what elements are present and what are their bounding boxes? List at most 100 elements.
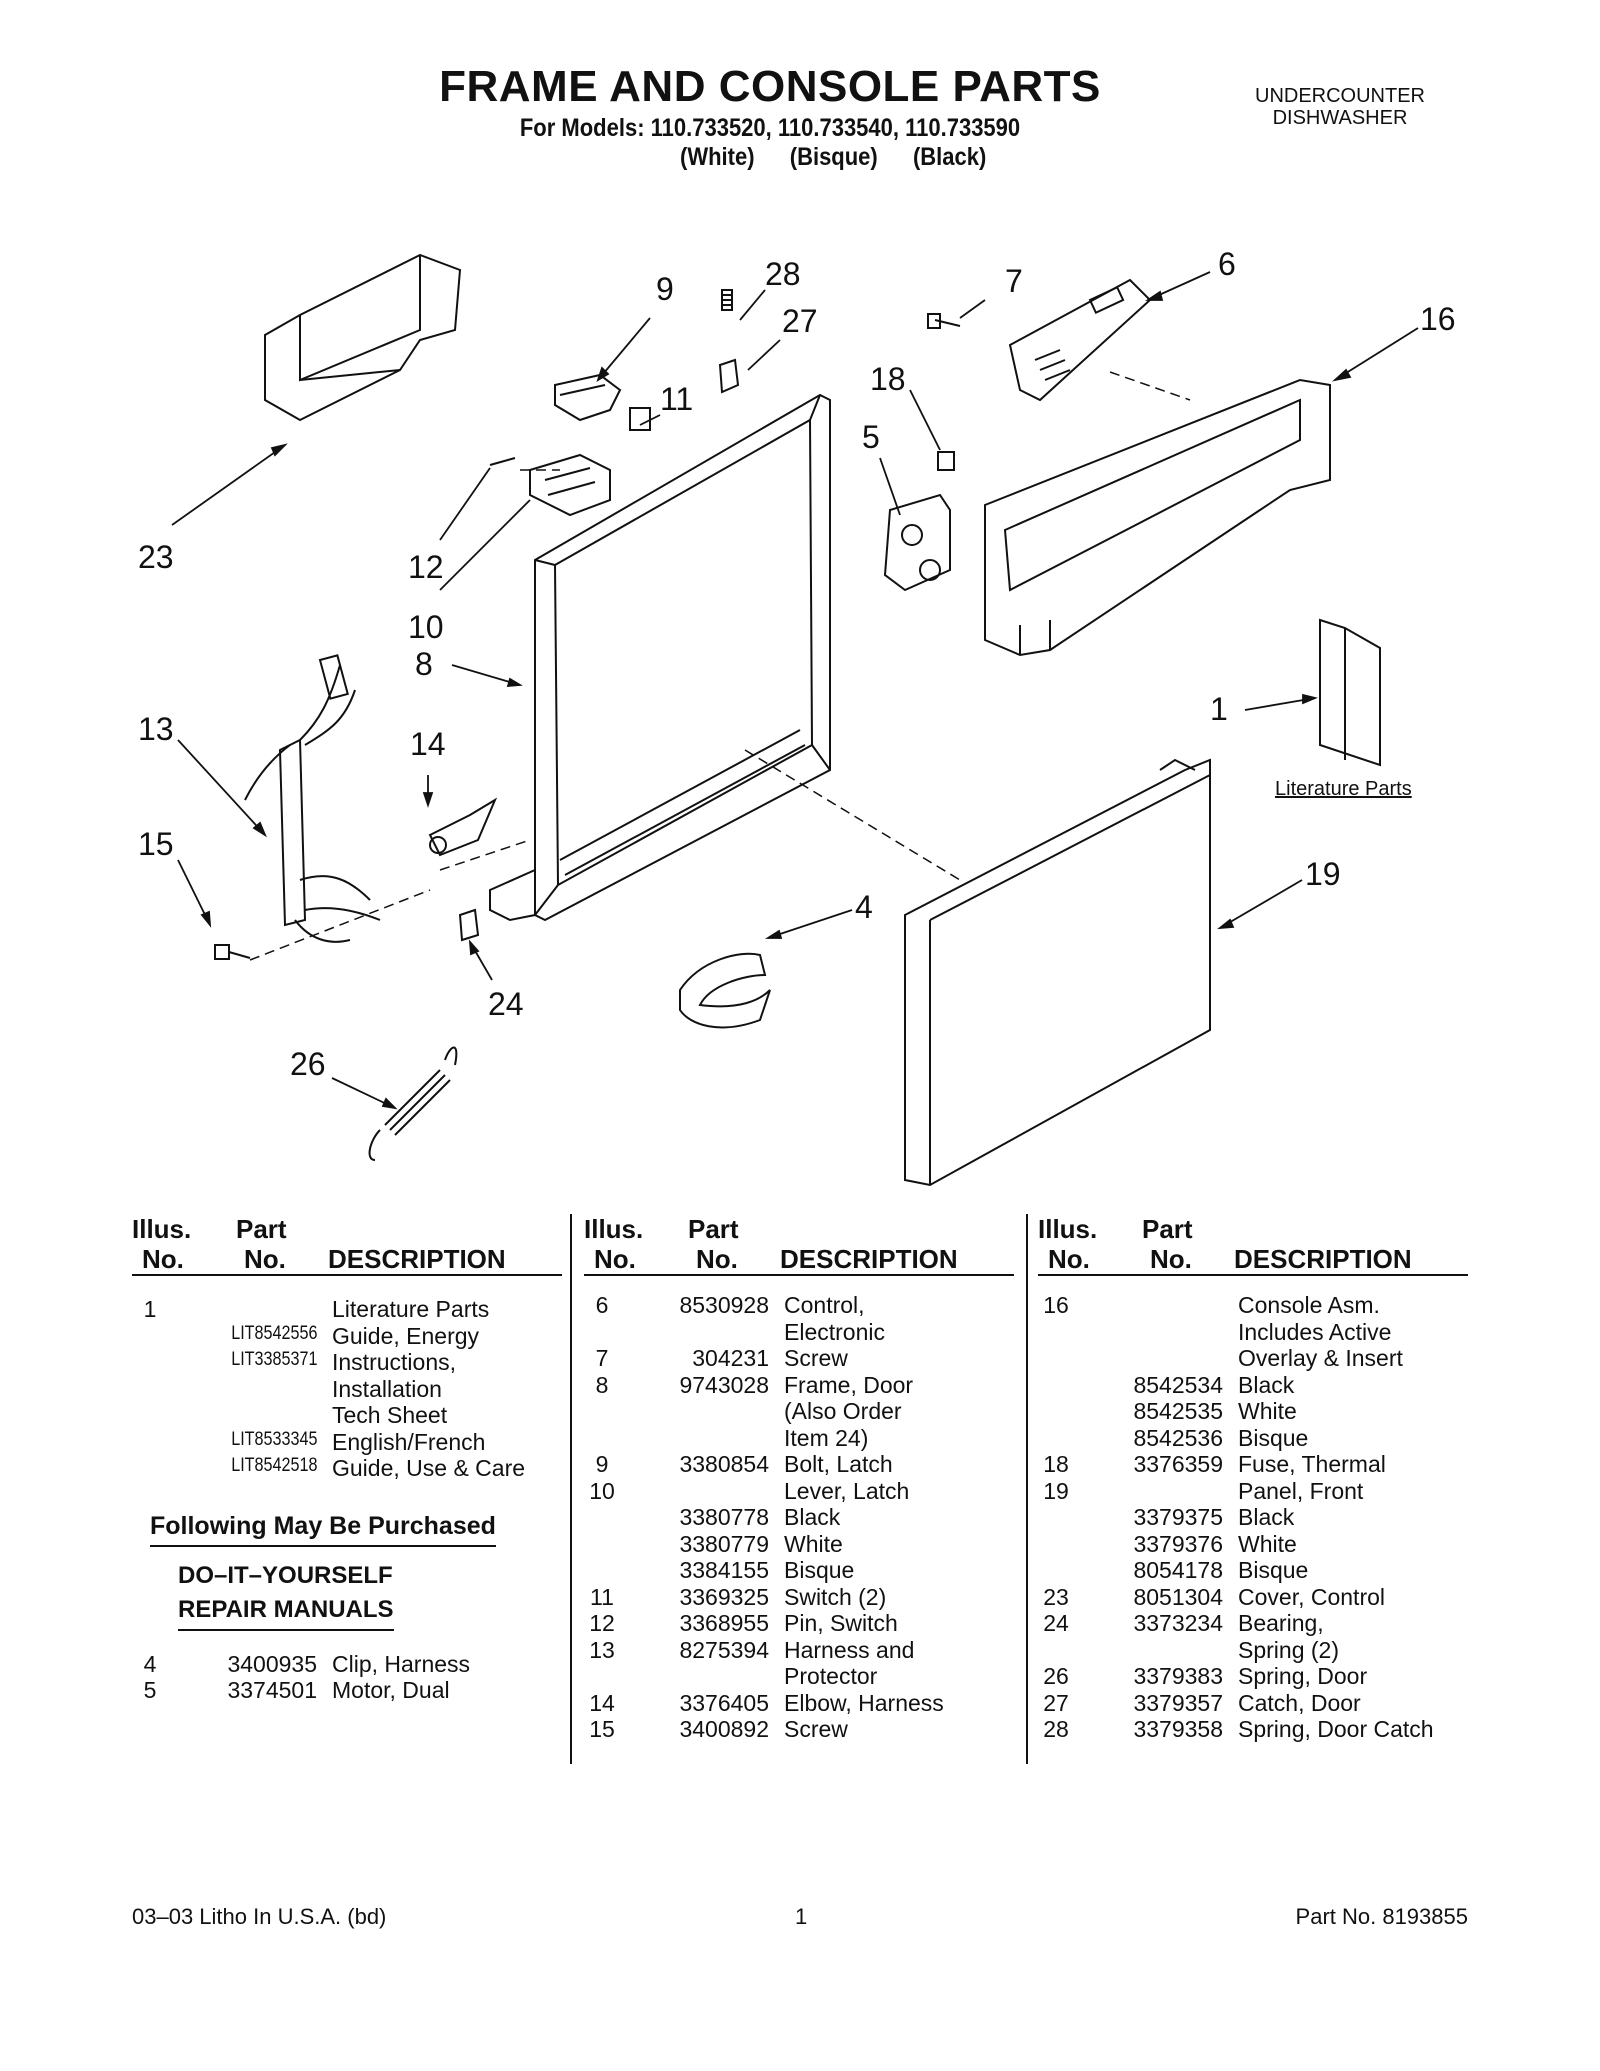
header-illus: Illus. [1038,1214,1098,1244]
control-cover-part [264,253,462,422]
part-no: 3374501 [227,1677,317,1703]
illus-no: 11 [590,1583,614,1610]
part-description: Protector [784,1663,878,1689]
callout-11: 11 [660,381,693,417]
callout-1: 1 [1210,691,1228,727]
door-frame-part [489,393,831,922]
part-no: 3369325 [679,1583,769,1610]
part-description: Control, [784,1292,865,1318]
callout-10: 10 [408,609,444,645]
part-description: Fuse, Thermal [1238,1451,1386,1477]
illus-no: 1 [143,1296,157,1322]
illus-no: 7 [595,1345,609,1371]
part-no: 3379375 [1133,1504,1223,1530]
table-row: 3379376 White [1038,1531,1468,1558]
header-description: DESCRIPTION [328,1244,506,1274]
footer-print-info: 03–03 Litho In U.S.A. (bd) [132,1904,387,1929]
callout-6: 6 [1218,246,1236,282]
part-no: 8542536 [1133,1424,1223,1451]
callout-8: 8 [415,646,433,682]
part-description: Clip, Harness [332,1650,471,1677]
callout-12: 12 [408,549,444,585]
part-description: Item 24) [784,1424,869,1451]
illus-no: 18 [1043,1451,1069,1477]
callout-14: 14 [410,726,446,762]
thermal-fuse-part [937,451,955,471]
callout-9: 9 [656,271,674,307]
part-description: Guide, Energy [332,1322,480,1349]
illus-no: 13 [589,1636,615,1663]
part-no: 3368955 [679,1610,769,1636]
illus-no: 9 [595,1451,609,1477]
callout-19: 19 [1305,856,1341,892]
header-illus: Illus. [132,1214,192,1244]
callout-16: 16 [1420,301,1456,337]
part-no: LIT8542518 [230,1455,317,1476]
part-description: White [1238,1530,1297,1557]
part-no: LIT8533345 [230,1428,317,1450]
illus-no: 10 [589,1477,615,1504]
part-no: 3400892 [679,1716,769,1742]
part-description: Instructions, [332,1349,456,1375]
callout-7: 7 [1005,263,1023,299]
footer-part-number: Part No. 8193855 [1295,1904,1468,1929]
part-description: Spring, Door Catch [1238,1716,1434,1742]
part-no: 3376405 [679,1689,769,1716]
part-description: Tech Sheet [332,1402,448,1428]
part-description: Overlay & Insert [1238,1345,1403,1371]
part-description: Spring (2) [1238,1636,1339,1663]
part-no: 8051304 [1133,1583,1223,1610]
part-description: Motor, Dual [332,1677,450,1703]
part-description: Bolt, Latch [784,1451,893,1477]
part-no: 9743028 [679,1371,769,1398]
header-part-no: No. [1150,1244,1192,1274]
appliance-line-2: DISHWASHER [1272,107,1408,129]
table-row: Overlay & Insert [1038,1345,1468,1372]
part-description: Cover, Control [1238,1583,1386,1610]
callout-23: 23 [138,539,174,575]
table-header: Illus. No. Part No. DESCRIPTION [1038,1214,1468,1276]
part-description: Frame, Door [784,1371,914,1398]
column-divider [1026,1214,1028,1764]
color-white: (White) [680,143,755,171]
part-no: 3379357 [1133,1689,1223,1716]
part-no: 8054178 [1133,1557,1223,1583]
color-bisque: (Bisque) [789,143,878,171]
diy-line-1: DO–IT–YOURSELF [178,1561,393,1589]
models-line: For Models: 110.733520, 110.733540, 110.… [519,114,1021,142]
part-description: Screw [784,1345,848,1371]
literature-part [1319,618,1381,767]
page-title: FRAME AND CONSOLE PARTS [439,62,1101,111]
literature-parts-label: Literature Parts [1275,778,1412,800]
switch-pin-part [489,457,516,466]
part-no: 8542535 [1133,1398,1223,1424]
part-description: Lever, Latch [784,1477,910,1504]
callout-18: 18 [870,361,906,397]
illus-no: 19 [1043,1477,1069,1504]
part-no: LIT8542556 [230,1322,317,1344]
header-description: DESCRIPTION [1234,1244,1412,1274]
part-no: 3379376 [1133,1530,1223,1557]
header-illus-no: No. [142,1244,184,1274]
part-no: 3380854 [679,1451,769,1477]
illus-no: 8 [595,1371,609,1398]
callout-26: 26 [290,1046,326,1082]
console-assembly-part [984,378,1331,657]
illus-no: 26 [1043,1663,1069,1689]
